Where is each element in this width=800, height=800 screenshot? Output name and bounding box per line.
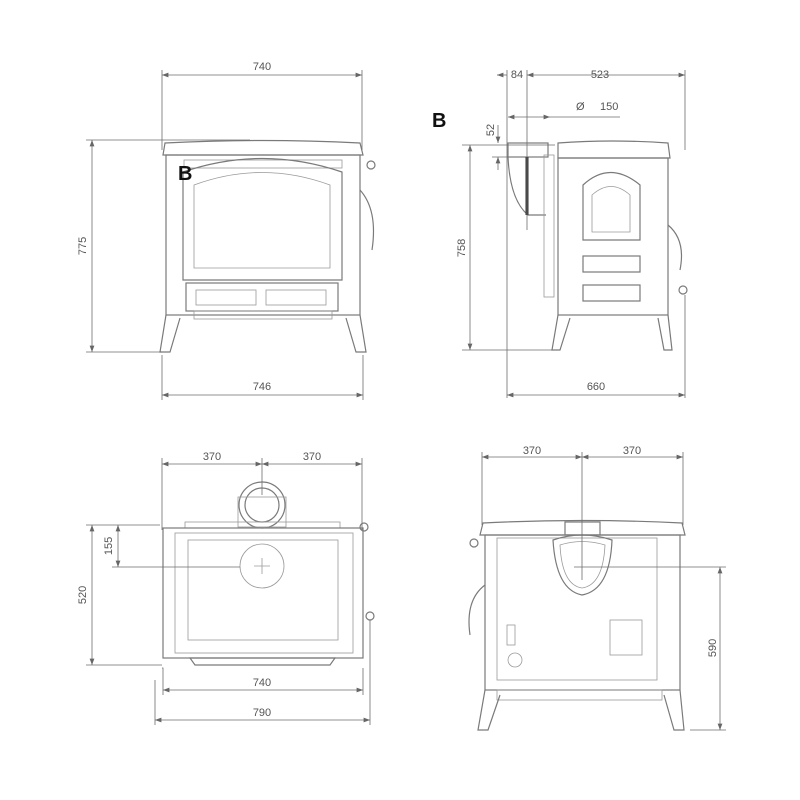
top-view: 370 370 155 520 740 790 <box>77 451 375 725</box>
dim-flue-height: 52 <box>485 124 497 136</box>
dim-width-total: 790 <box>253 707 271 719</box>
dim-height: 775 <box>77 237 89 255</box>
dim-width-body: 740 <box>253 677 271 689</box>
rear-view: 370 370 590 <box>468 445 726 731</box>
dim-depth-top: 523 <box>591 69 609 81</box>
dim-depth: 520 <box>77 586 89 604</box>
label-b-side: B <box>432 110 446 132</box>
label-b: B <box>178 163 192 185</box>
dim-height-side: 758 <box>456 239 468 257</box>
dim-rear-half-left: 370 <box>523 445 541 457</box>
dim-flue-offset: 84 <box>511 69 523 81</box>
dim-half-left: 370 <box>203 451 221 463</box>
dim-width-bottom: 746 <box>253 381 271 393</box>
dim-depth-total: 660 <box>587 381 605 393</box>
dim-flue-depth: 155 <box>103 537 115 555</box>
dim-flue-diameter: 150 <box>600 101 618 113</box>
dim-half-right: 370 <box>303 451 321 463</box>
dim-rear-flue-height: 590 <box>707 639 719 657</box>
dim-width-top: 740 <box>253 61 271 73</box>
diameter-symbol: Ø <box>576 101 585 113</box>
front-view: B 740 775 746 <box>77 61 376 400</box>
dim-rear-half-right: 370 <box>623 445 641 457</box>
side-view: B 84 523 Ø 150 52 758 660 <box>432 69 688 398</box>
